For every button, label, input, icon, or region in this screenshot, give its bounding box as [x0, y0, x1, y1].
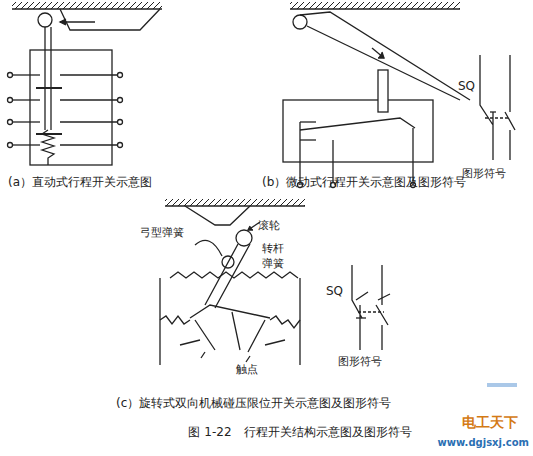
watermark: 电工天下 — [462, 414, 518, 430]
part-name: 弹簧 — [262, 258, 284, 271]
symbol-name: SQ — [326, 285, 343, 299]
symbol-caption: 图形符号 — [338, 356, 382, 369]
symbol-name: SQ — [458, 80, 475, 94]
figure-caption: 图 1-22 行程开关结构示意图及图形符号 — [188, 426, 411, 440]
part-name: 触点 — [236, 364, 258, 377]
part-name: 弓型弹簧 — [140, 227, 184, 240]
symbol-caption: 图形符号 — [462, 168, 506, 181]
figure-label: (a）直动式行程开关示意图 — [8, 176, 152, 190]
part-name: 滚轮 — [258, 220, 280, 233]
figure-label: (c）旋转式双向机械碰压限位开关示意图及图形符号 — [116, 397, 391, 411]
part-name: 转杆 — [262, 243, 284, 256]
watermark: www.dgjsxj.com — [438, 437, 529, 449]
figure-label: (b）微动式行程开关示意图及图形符号 — [262, 176, 466, 190]
